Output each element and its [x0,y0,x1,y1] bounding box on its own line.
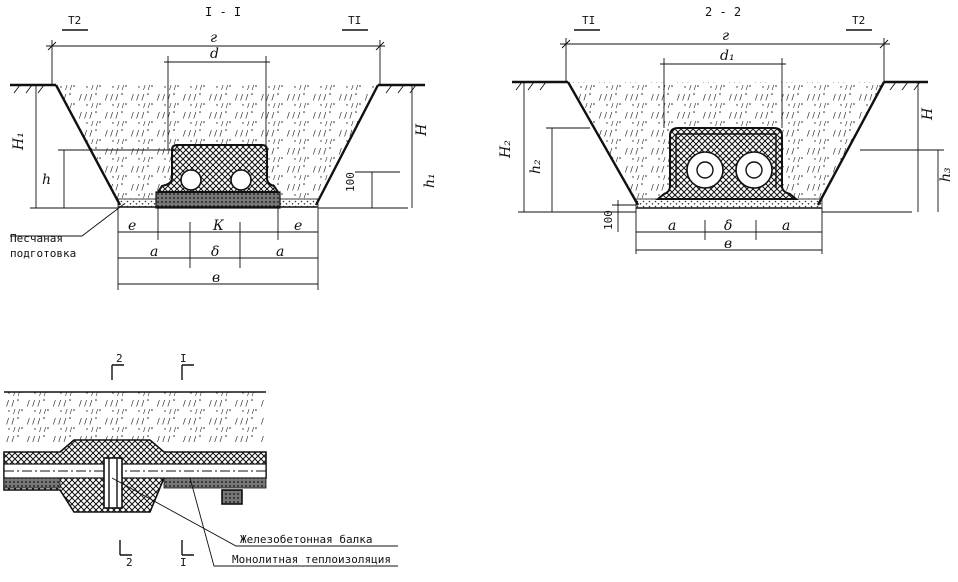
section1-dim-b: δ [211,244,219,260]
trench-walls-2 [566,81,886,206]
section2-dim-h2: h₂ [528,159,544,174]
section1-dim-a-left: a [150,244,158,260]
plan-cut-bottom-right: I [180,556,187,569]
section-2: 2 - 2 TI T2 г d₁ H₂ h₂ 100 H h₃ a δ a в [498,5,954,254]
section2-dim-b: δ [724,218,732,234]
sand-bedding-2 [635,198,823,209]
section1-dim-a-right: a [276,244,284,260]
section2-dim-h3: h₃ [938,167,954,182]
plan-beam [103,457,123,509]
plan-soil [4,392,266,442]
base-slab [155,191,281,209]
section2-dim-a-right: a [782,218,790,234]
pipe-left-2 [686,151,724,189]
insulation-block [156,144,280,193]
plan-cut-bottom-left: 2 [126,556,133,569]
section1-dim-k: К [212,218,225,234]
section2-dim-g: г [722,28,729,44]
section1-dim-h1: h₁ [422,173,438,188]
legend-insulation: Монолитная теплоизоляция [232,553,391,566]
section2-cut-right: T2 [852,14,865,27]
section1-dim-H: H [414,123,430,137]
plan-cut-top-left: 2 [116,352,123,365]
section2-dim-d1: d₁ [720,48,735,64]
callout-sand-line1: Песчаная [10,232,63,245]
section2-title: 2 - 2 [705,5,741,19]
section1-dim-100: 100 [344,172,357,192]
section-1: I - I T2 TI г d H₁ h H h₁ 100 e К e a δ … [10,5,438,290]
section1-title: I - I [205,5,241,19]
trench-walls [54,84,380,206]
section2-dim-H2: H₂ [498,140,514,159]
section1-dim-d: d [210,46,219,62]
section2-cut-left: TI [582,14,595,27]
section1-cut-right: TI [348,14,361,27]
section1-dim-e-left: e [128,218,136,234]
section1-dim-h: h [42,172,51,188]
section2-dim-100: 100 [602,210,615,230]
legend-beam: Железобетонная балка [240,533,372,546]
plan-view: 2 I 2 I Железобетонная балка Монолитная … [3,352,398,569]
section1-dim-v: в [212,270,220,286]
plan-cut-top-right: I [180,352,187,365]
pipe-right-2 [735,151,773,189]
plan-small-beam [221,489,243,505]
section2-dim-a-left: a [668,218,676,234]
pipe-right [230,169,252,191]
section2-dim-H: H [920,107,936,121]
section1-dim-g: г [210,30,217,46]
section2-dim-v: в [724,236,732,252]
callout-sand-line2: подготовка [10,247,76,260]
section1-dim-H1: H₁ [11,132,27,151]
section1-cut-left: T2 [68,14,81,27]
section1-dim-e-right: e [294,218,302,234]
pipe-left [180,169,202,191]
